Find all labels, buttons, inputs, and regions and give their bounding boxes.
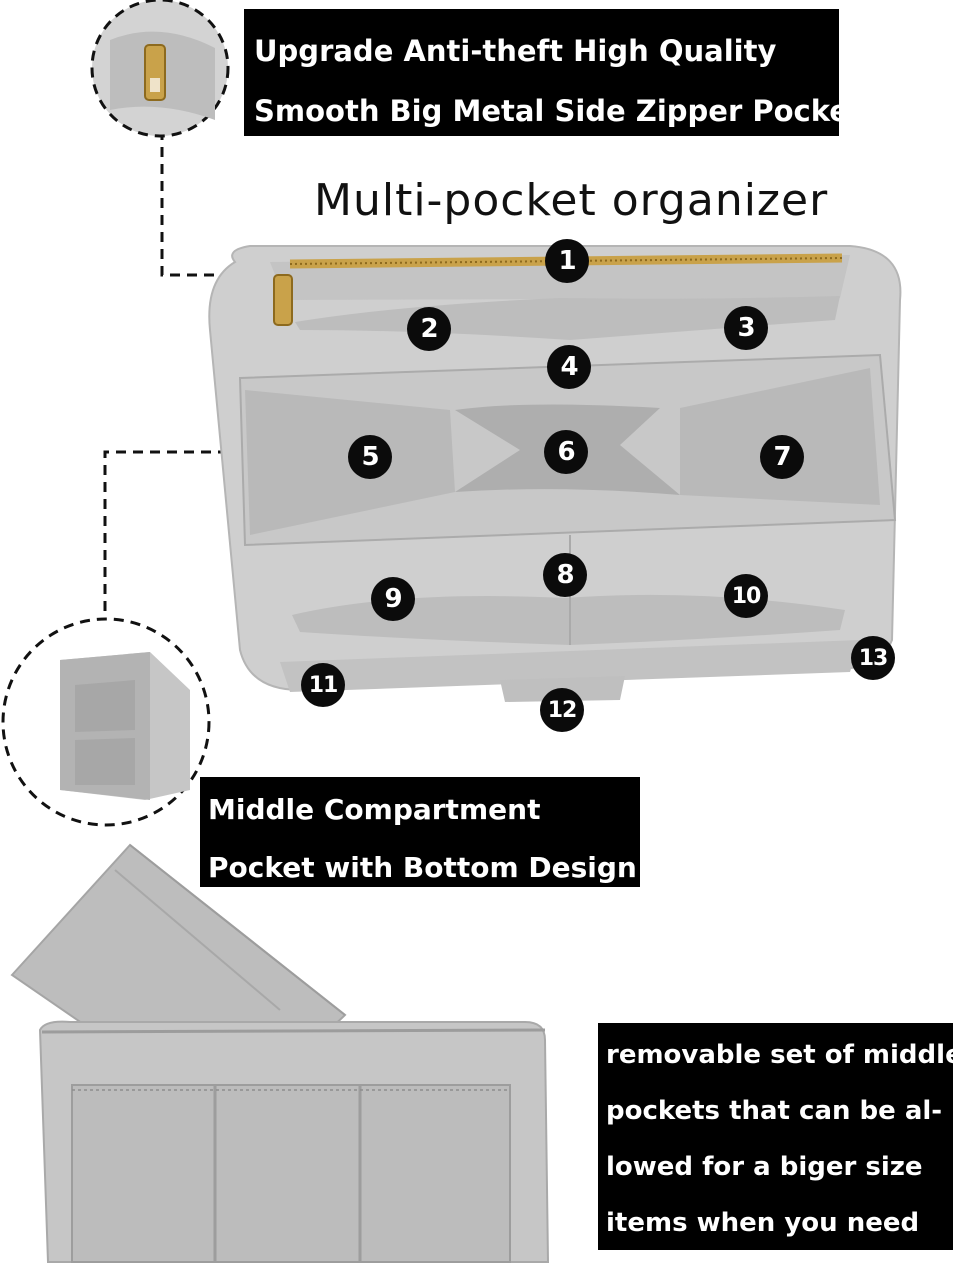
pocket-number-badge: 1 [545, 239, 589, 283]
pocket-number-badge: 13 [851, 636, 895, 680]
pocket-number-badge: 2 [407, 307, 451, 351]
zipper-callout-line-2: Smooth Big Metal Side Zipper Pocket [254, 94, 863, 128]
pocket-number-badge: 9 [371, 577, 415, 621]
pocket-number-badge: 6 [544, 430, 588, 474]
middle-callout-line-2: Pocket with Bottom Design [208, 851, 637, 884]
pocket-number-badge: 10 [724, 574, 768, 618]
zipper-callout-line-1: Upgrade Anti-theft High Quality [254, 34, 777, 68]
removable-callout-line-2: pockets that can be al- [606, 1096, 943, 1126]
zipper-callout: Upgrade Anti-theft High Quality Smooth B… [244, 9, 863, 136]
removable-set-callout: removable set of middle pockets that can… [598, 1023, 963, 1250]
leader-line-middle [103, 450, 245, 625]
middle-callout-line-1: Middle Compartment [208, 793, 541, 826]
middle-compartment-callout: Middle Compartment Pocket with Bottom De… [200, 777, 640, 887]
removable-insert-photo [10, 843, 550, 1263]
pocket-number-badge: 7 [760, 435, 804, 479]
pocket-number-badge: 11 [301, 663, 345, 707]
pocket-number-badge: 4 [547, 345, 591, 389]
zipper-detail-circle [90, 0, 230, 138]
removable-callout-line-1: removable set of middle [606, 1040, 963, 1070]
pocket-number-badge: 5 [348, 435, 392, 479]
pocket-number-badge: 8 [543, 553, 587, 597]
pocket-number-badge: 3 [724, 306, 768, 350]
removable-callout-line-3: lowed for a biger size [606, 1152, 923, 1182]
page-title: Multi-pocket organizer [314, 175, 829, 226]
organizer-body [208, 245, 902, 702]
removable-callout-line-4: items when you need [606, 1208, 920, 1238]
middle-compartment-detail-circle [1, 617, 211, 827]
pocket-number-badge: 12 [540, 688, 584, 732]
